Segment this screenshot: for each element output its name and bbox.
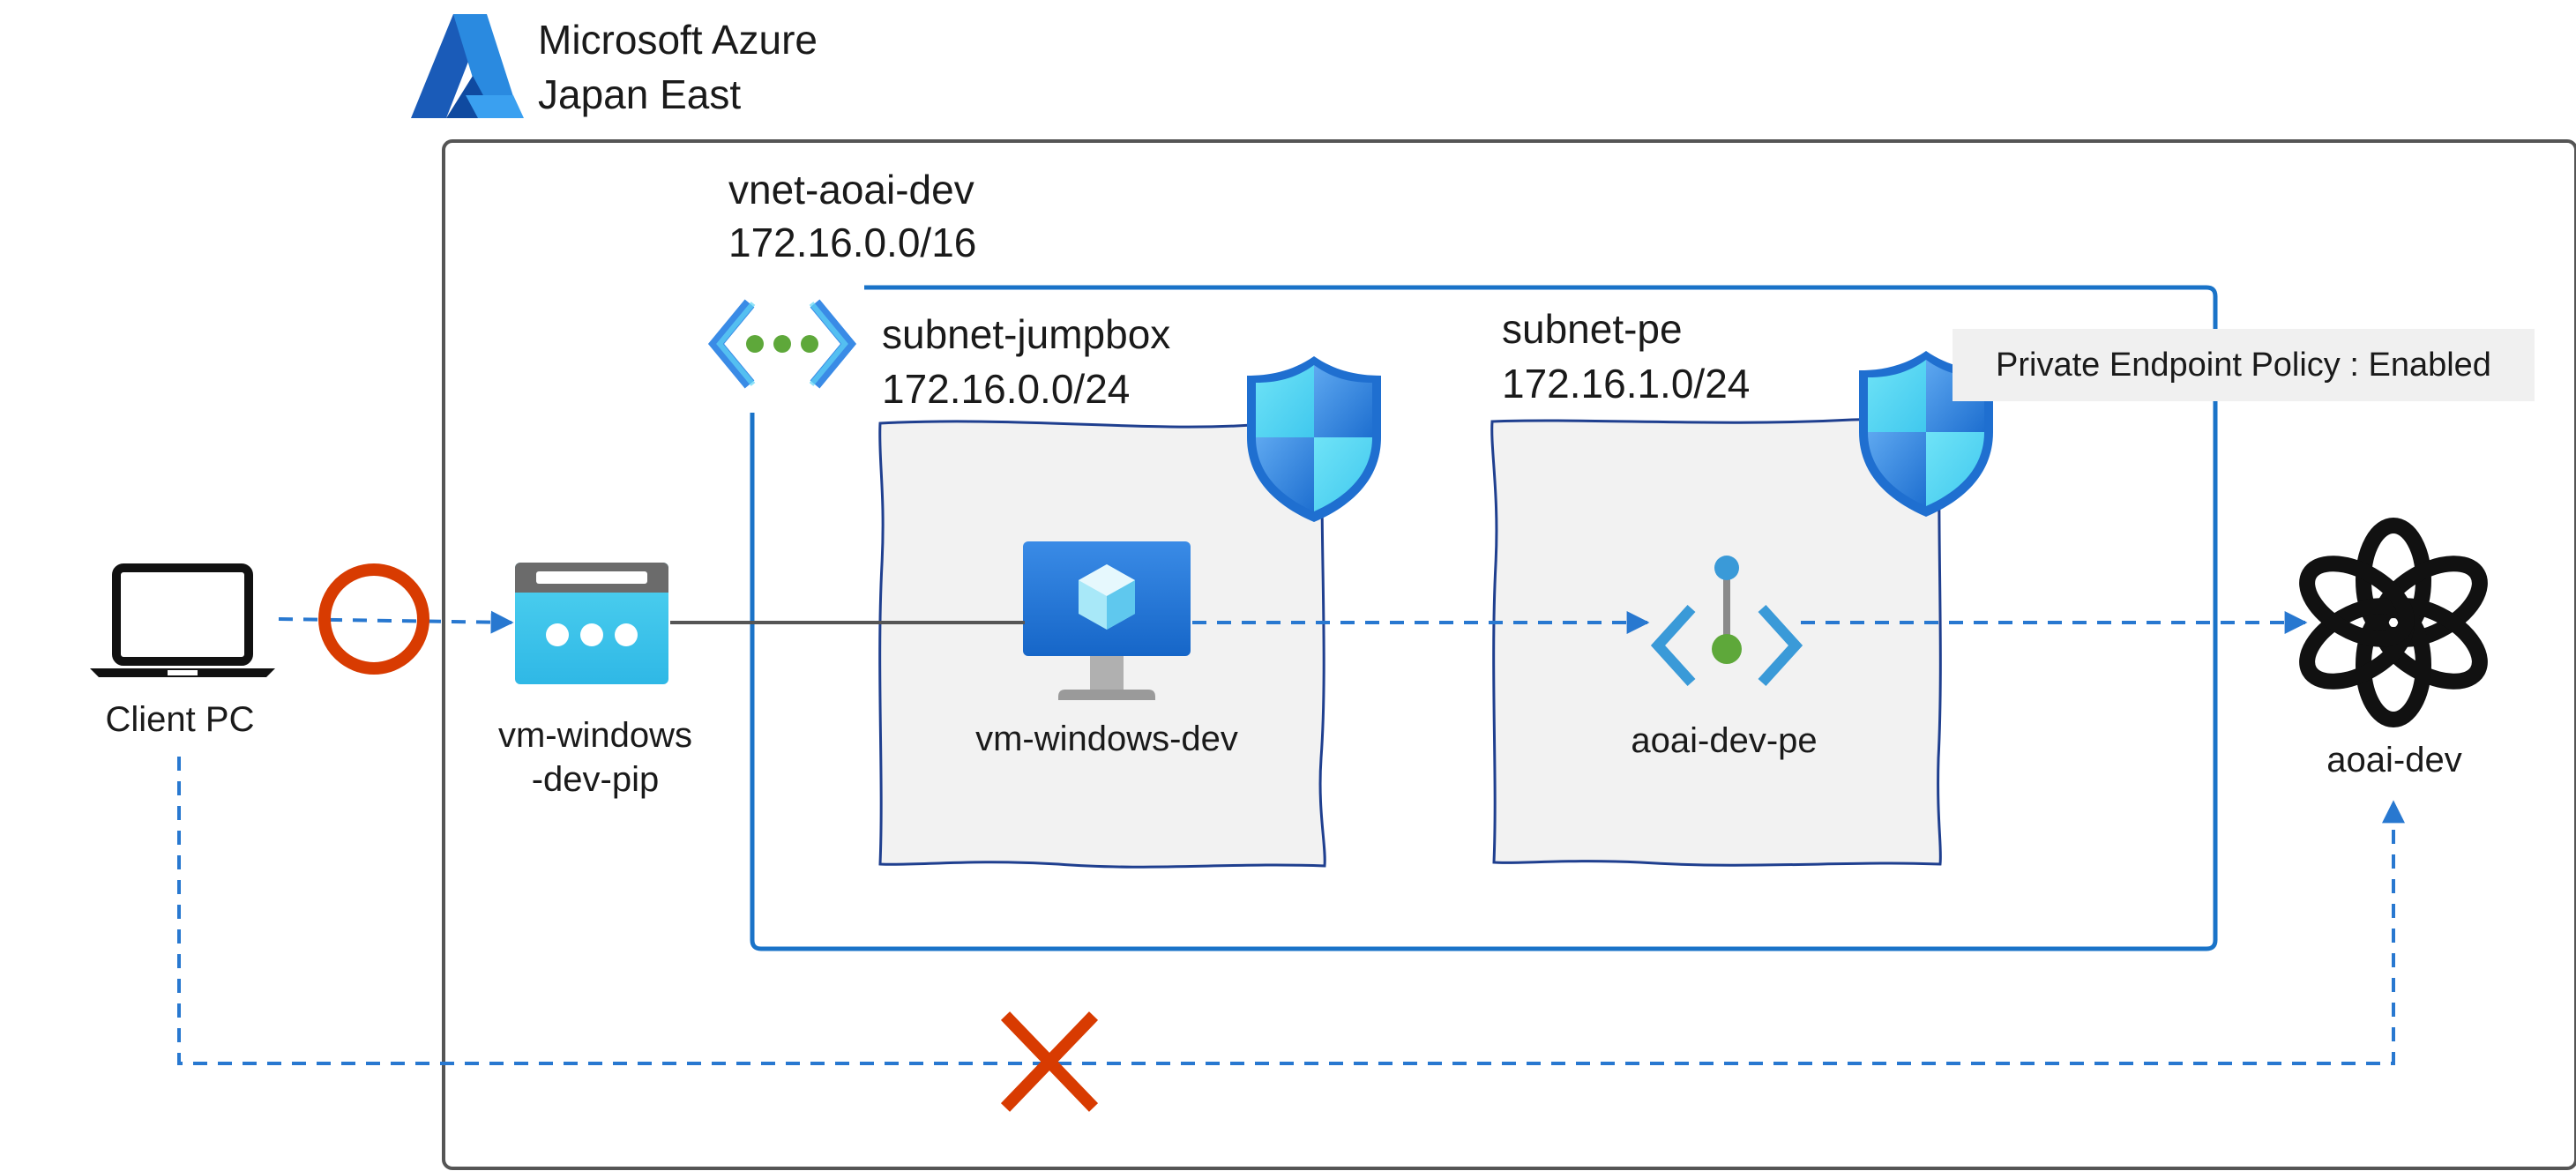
azure-region-box [442,139,2576,1170]
pe-label: aoai-dev-pe [1631,721,1818,760]
subnet-pe-name: subnet-pe [1502,306,1683,352]
azure-region: Japan East [538,71,742,117]
openai-logo-icon [2299,518,2488,727]
laptop-icon [90,563,275,677]
client-to-aoai-direct-arrow [177,757,2405,1065]
virtual-machine-icon [1023,541,1191,700]
policy-badge: Private Endpoint Policy : Enabled [1953,329,2535,401]
subnet-jumpbox-cidr: 172.16.0.0/24 [882,366,1131,412]
subnet-pe-cidr: 172.16.1.0/24 [1502,361,1751,406]
client-pc-label: Client PC [105,700,255,739]
vnet-icon [707,299,857,389]
vnet-cidr: 172.16.0.0/16 [728,220,977,265]
client-to-pip-arrow [278,610,514,634]
denied-x-icon [1000,1011,1099,1112]
nsg-shield-icon [1247,356,1381,522]
aoai-label: aoai-dev [2326,741,2462,779]
azure-title: Microsoft Azure [538,17,818,63]
vm-label: vm-windows-dev [975,720,1238,758]
vnet-name: vnet-aoai-dev [728,167,974,213]
pip-label-line1: vm-windows [497,716,693,755]
private-endpoint-icon [1650,556,1803,687]
azure-logo-icon [411,14,524,118]
subnet-jumpbox-name: subnet-jumpbox [882,311,1171,357]
public-ip-icon [515,563,668,684]
allowed-circle-icon [318,563,429,675]
pip-label-line2: -dev-pip [531,760,660,799]
vnet-boundary [750,285,2218,951]
